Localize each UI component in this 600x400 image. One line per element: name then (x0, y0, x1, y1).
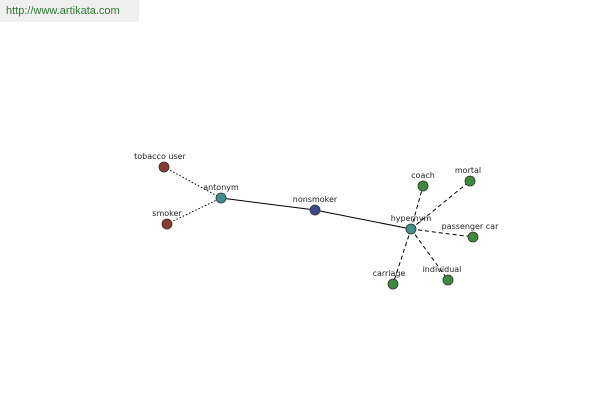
node-hypernym[interactable] (405, 223, 417, 235)
node-tobacco-user[interactable] (158, 161, 170, 173)
edge-smoker-antonym (166, 197, 222, 225)
edge-hypernym-carriage (392, 228, 412, 285)
node-label-passenger-car[interactable]: passenger car (442, 222, 499, 231)
edge-hypernym-individual (410, 228, 449, 281)
node-carriage[interactable] (387, 278, 399, 290)
node-label-individual[interactable]: individual (423, 265, 462, 274)
node-label-tobacco-user[interactable]: tobacco user (134, 152, 186, 161)
node-label-antonym[interactable]: antonym (203, 183, 239, 192)
edge-antonym-nonsmoker (220, 197, 316, 211)
node-mortal[interactable] (464, 175, 476, 187)
node-antonym[interactable] (215, 192, 227, 204)
node-nonsmoker[interactable] (309, 204, 321, 216)
edge-tobacco-user-antonym (163, 166, 222, 199)
node-label-coach[interactable]: coach (411, 171, 435, 180)
node-smoker[interactable] (161, 218, 173, 230)
node-label-mortal[interactable]: mortal (455, 166, 481, 175)
edge-hypernym-mortal (410, 180, 471, 230)
edge-hypernym-passenger-car (410, 228, 474, 238)
site-url-link[interactable]: http://www.artikata.com (6, 5, 120, 17)
url-banner: http://www.artikata.com (0, 0, 139, 22)
node-label-smoker[interactable]: smoker (152, 209, 182, 218)
edges-layer (163, 166, 474, 285)
node-label-carriage[interactable]: carriage (373, 269, 406, 278)
labels-layer: tobacco user smoker antonym nonsmoker hypern… (134, 152, 499, 278)
node-label-nonsmoker[interactable]: nonsmoker (293, 195, 338, 204)
node-label-hypernym[interactable]: hypernym (391, 214, 432, 223)
edge-nonsmoker-hypernym (314, 209, 412, 230)
node-coach[interactable] (417, 180, 429, 192)
nodes-layer (158, 161, 479, 290)
node-passenger-car[interactable] (467, 231, 479, 243)
edge-hypernym-coach (410, 185, 424, 230)
node-individual[interactable] (442, 274, 454, 286)
